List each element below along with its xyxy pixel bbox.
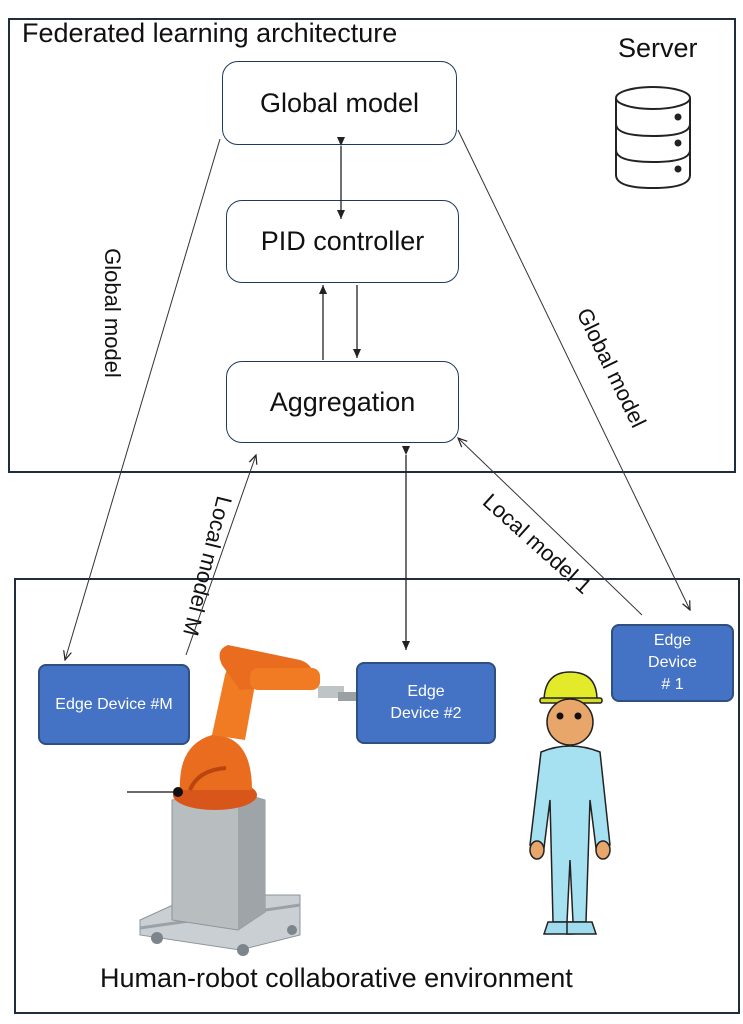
database-icon xyxy=(615,86,691,190)
environment-frame xyxy=(14,578,740,1014)
edge-device-m: Edge Device #M xyxy=(38,664,190,745)
environment-title: Human-robot collaborative environment xyxy=(100,963,573,993)
robot-arm-illustration xyxy=(127,645,356,956)
human-worker-illustration xyxy=(529,671,611,935)
arrow-global-to-device-1 xyxy=(457,129,690,610)
arrow-global-to-device-m xyxy=(65,138,221,660)
arrow-device-1-to-aggregation xyxy=(458,438,643,616)
global-model-node: Global model xyxy=(222,61,457,145)
edge-device-1: Edge Device # 1 xyxy=(611,624,734,702)
server-label: Server xyxy=(618,33,698,63)
server-frame xyxy=(8,18,736,473)
arrow-device-m-to-aggregation xyxy=(185,455,256,656)
aggregation-node: Aggregation xyxy=(226,361,459,443)
edge-device-2: Edge Device #2 xyxy=(356,662,496,744)
arrow-aggregation-pid xyxy=(319,285,361,360)
server-frame-title: Federated learning architecture xyxy=(22,18,398,48)
